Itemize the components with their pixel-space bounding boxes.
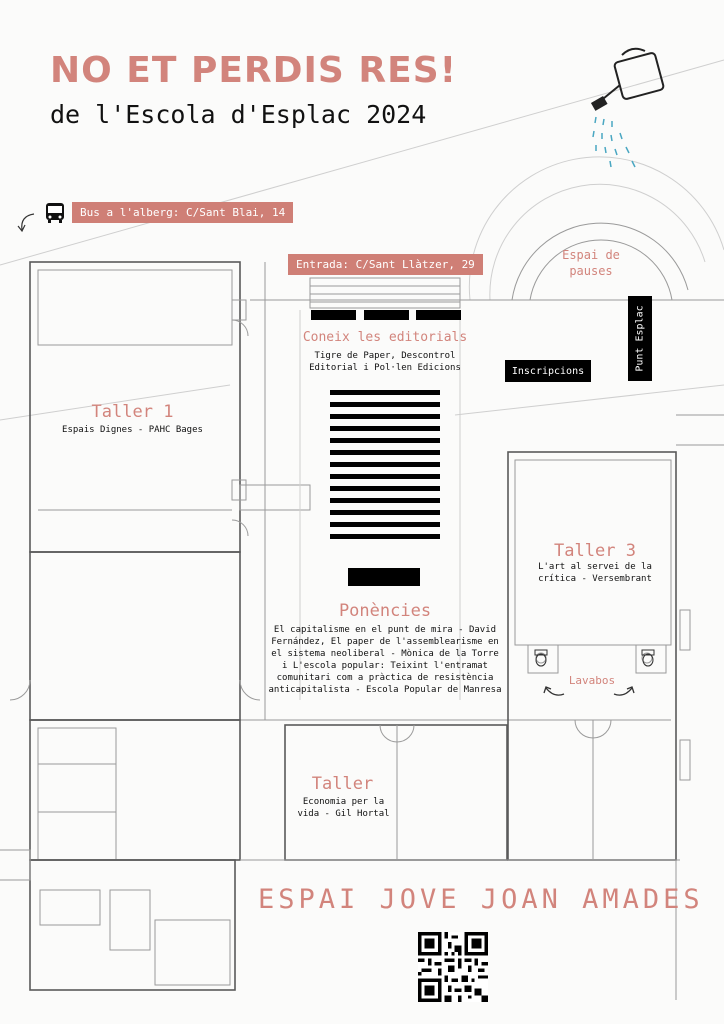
punt-esplac-label: Punt Esplac [634,305,646,372]
bus-icon [46,203,64,223]
entrance-bar [416,310,461,320]
watering-can-icon [590,47,665,168]
pause-area-label: Espai de pauses [562,248,620,278]
taller1-desc: Espais Dignes - PAHC Bages [62,425,203,435]
arrow-left-icon [543,686,565,696]
ponencies-title: Ponències [338,601,432,621]
arrow-right-icon [613,686,635,696]
toilet-icon [641,649,655,667]
qr-code-icon [418,932,488,1002]
seating-rows [330,390,440,546]
arrow-icon [17,213,35,233]
registration-block: Inscripcions [505,360,591,382]
venue-name: ESPAI JOVE JOAN AMADES [258,884,704,915]
poster-subtitle: de l'Escola d'Esplac 2024 [50,100,427,129]
entrance-bar [311,310,356,320]
editorials-title: Coneix les editorials [302,330,468,345]
entrance-bar [364,310,409,320]
taller3-title: Taller 3 [554,541,636,561]
taller-title: Taller [311,774,374,794]
taller1-title: Taller 1 [91,402,174,422]
ponencies-desc: El capitalisme en el punt de mira - Davi… [268,625,502,695]
entrance-label: Entrada: C/Sant Llàtzer, 29 [288,254,483,275]
taller3-desc: L'art al servei de la crítica - Versembr… [538,562,652,584]
punt-esplac-block: Punt Esplac [628,296,652,381]
poster-title: NO ET PERDIS RES! [50,50,458,91]
speaker-table [348,568,420,586]
toilet-icon [534,649,548,667]
bus-label: Bus a l'alberg: C/Sant Blai, 14 [72,202,294,223]
editorials-desc: Tigre de Paper, Descontrol Editorial i P… [309,351,461,373]
lavabos-label: Lavabos [568,674,616,687]
taller-desc: Economia per la vida - Gil Hortal [297,797,390,819]
